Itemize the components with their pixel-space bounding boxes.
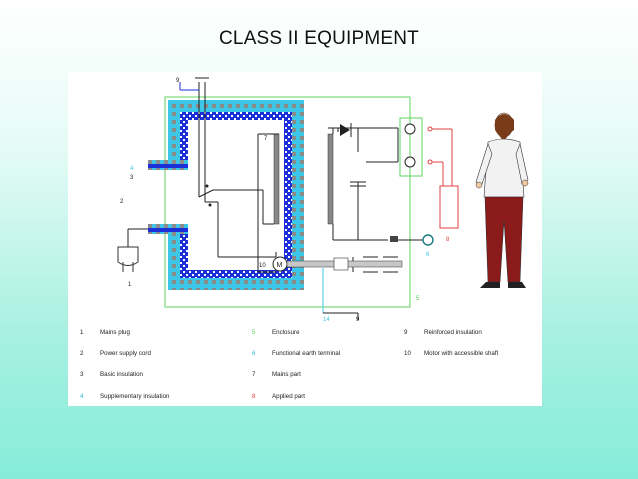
label-7: 7	[264, 136, 268, 142]
class-ii-diagram: M	[117, 77, 529, 322]
label-9-bottom: 9	[356, 317, 360, 322]
label-3: 3	[130, 175, 134, 181]
mains-part	[273, 133, 280, 225]
label-10: 10	[259, 263, 266, 269]
diode	[340, 124, 350, 136]
label-1: 1	[128, 282, 132, 288]
label-8: 8	[446, 237, 450, 243]
terminal-block	[399, 117, 423, 177]
functional-earth-terminal	[422, 234, 434, 246]
label-2: 2	[120, 199, 124, 205]
label-14: 14	[323, 317, 330, 322]
terminal-upper	[404, 123, 416, 135]
motor-label: M	[277, 262, 283, 269]
slide-title: CLASS II EQUIPMENT	[219, 28, 419, 49]
person-figure	[475, 112, 529, 288]
label-9-top: 9	[176, 78, 180, 84]
earth-connector	[390, 236, 398, 242]
label-6: 6	[426, 252, 430, 258]
enclosure-outline	[164, 96, 411, 308]
applied-part-transformer	[327, 133, 334, 225]
label-4: 4	[130, 166, 134, 172]
label-5: 5	[416, 296, 420, 302]
diagram-panel: M	[68, 72, 542, 406]
mains-plug	[117, 246, 139, 272]
terminal-lower	[404, 156, 416, 168]
legend: 1 Mains plug 2 Power supply cord 3 Basic…	[80, 329, 499, 400]
shaft-coupling	[333, 257, 349, 271]
applied-part	[439, 185, 459, 229]
